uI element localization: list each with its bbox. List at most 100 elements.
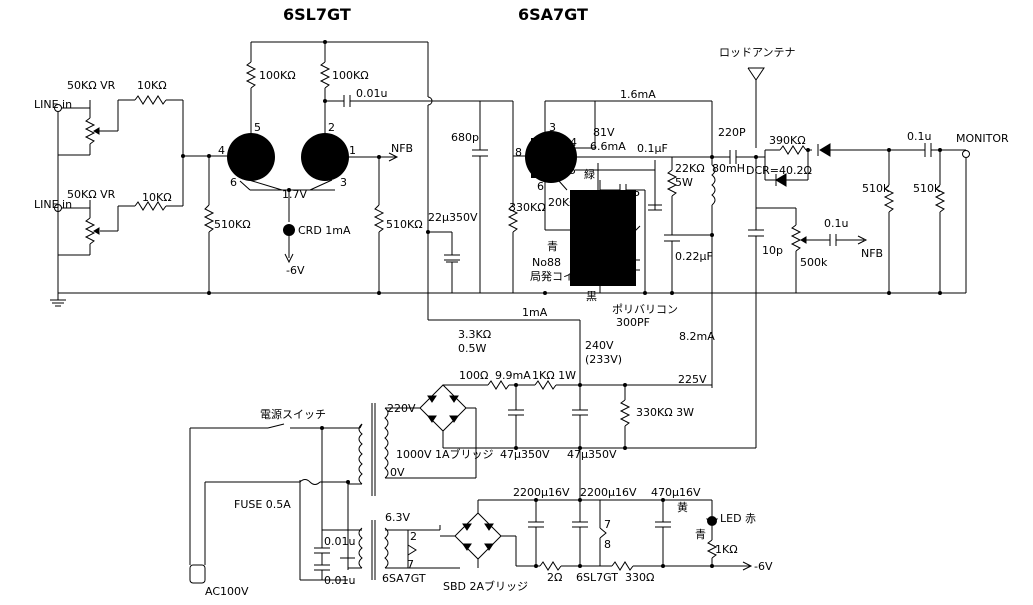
voltage-6-3v-label: 6.3V	[385, 511, 410, 524]
led-label: LED 赤	[720, 512, 756, 525]
line-in-label-1: LINE in	[34, 98, 72, 111]
resistor-3-3k-watt-label: 0.5W	[458, 342, 486, 355]
pin-label-2: 2	[328, 121, 335, 134]
resistor-3-3k-label: 3.3KΩ	[458, 328, 491, 341]
resistor-510k-label-b: 510k	[913, 182, 941, 195]
vr-500k-label: 500k	[800, 256, 828, 269]
plate-resistor-label-1: 100KΩ	[259, 69, 296, 82]
current-9-9ma-label: 9.9mA	[495, 369, 531, 382]
color-blue-label: 青	[547, 240, 558, 253]
coil-g-label: G	[604, 211, 613, 224]
polyvaricon-label-1: ポリバリコン	[612, 303, 678, 316]
voltage-240v-label: 240V	[585, 339, 614, 352]
cap-10p-label: 10p	[762, 244, 783, 257]
resistor-510k-label-a: 510k	[862, 182, 890, 195]
polyvaricon-label-2: 300PF	[616, 316, 650, 329]
coil-b-label: B	[590, 239, 598, 252]
voltage-81v-label: 81V	[593, 126, 615, 139]
ac100v-label: AC100V	[205, 585, 249, 598]
power-switch-label: 電源スイッチ	[260, 407, 326, 421]
osc-coil-label-2: 局発コイル	[530, 269, 585, 283]
pin-label-7d: 7	[604, 518, 611, 531]
left-tube-title: 6SL7GT	[283, 5, 351, 24]
grid-resistor-label-1: 510KΩ	[214, 218, 251, 231]
color-blue2-label: 青	[695, 528, 706, 541]
cap-47u-label-b: 47μ350V	[567, 448, 617, 461]
color-green-label: 緑	[584, 167, 595, 181]
current-1ma-label: 1mA	[522, 306, 548, 319]
pin-label-1: 1	[349, 144, 356, 157]
pin-label-5b: 5	[569, 164, 576, 177]
bridge-2-label: SBD 2Aブリッジ	[443, 579, 528, 593]
coupling-cap-label: 0.01u	[356, 87, 387, 100]
vr-label-2: 50KΩ VR	[67, 188, 116, 201]
voltage-233v-label: (233V)	[585, 353, 622, 366]
current-1-6ma-label: 1.6mA	[620, 88, 656, 101]
cap-100p-label: 100P	[612, 189, 640, 202]
cathode-voltage-label: 1.7V	[282, 188, 307, 201]
pin-label-8d: 8	[604, 538, 611, 551]
cap-680p-label: 680p	[451, 131, 479, 144]
resistor-20k-label: 20KΩ	[548, 196, 578, 209]
resistor-330k-label: 330KΩ	[509, 201, 546, 214]
cap-0-1u-out-label: 0.1u	[907, 130, 931, 143]
pin-label-8: 8	[515, 146, 522, 159]
pin-label-2c: 2	[410, 530, 417, 543]
pin-label-6b: 6	[537, 180, 544, 193]
coil-p-label: P	[600, 270, 607, 283]
hv-supply	[396, 380, 756, 500]
crd-label: CRD 1mA	[298, 224, 351, 237]
lv-supply	[440, 498, 753, 571]
voltage-0v-label: 0V	[390, 466, 405, 479]
resistor-22k-watt-label: 5W	[675, 176, 693, 189]
monitor-jack	[962, 150, 970, 158]
monitor-label: MONITOR	[956, 132, 1009, 145]
resistor-2-label: 2Ω	[547, 571, 562, 584]
voltage-220v-label: 220V	[387, 402, 416, 415]
cap-220p-label: 220P	[718, 126, 746, 139]
mix-resistor-label-2: 10KΩ	[142, 191, 172, 204]
detector-section	[712, 67, 970, 448]
pin-label-7c: 7	[407, 558, 414, 571]
ground-bus	[50, 292, 966, 307]
cap-2200-label-b: 2200μ16V	[580, 486, 637, 499]
resistor-1k-label: 1KΩ	[715, 543, 738, 556]
vr-label-1: 50KΩ VR	[67, 79, 116, 92]
pin-label-4b: 4	[570, 136, 577, 149]
coil-e-label: E	[617, 270, 624, 283]
grid-resistor-label-2: 510KΩ	[386, 218, 423, 231]
bplus-rail	[426, 42, 581, 385]
cap-470-label: 470μ16V	[651, 486, 701, 499]
pin-label-6: 6	[230, 176, 237, 189]
cap-0-01u-label-a: 0.01u	[324, 535, 355, 548]
color-black-label: 黒	[586, 290, 597, 303]
cap-0-1u-nfb-label: 0.1u	[824, 217, 848, 230]
right-tube-title: 6SA7GT	[518, 5, 588, 24]
tube-6sa7-heater-label: 6SA7GT	[382, 572, 426, 585]
current-8-2ma-label: 8.2mA	[679, 330, 715, 343]
bridge-1-label: 1000V 1Aブリッジ	[396, 447, 494, 461]
tube-6sl7-heater-label: 6SL7GT	[576, 571, 618, 584]
pin-label-4: 4	[218, 144, 225, 157]
input-section	[54, 95, 228, 293]
pin-label-5: 5	[254, 121, 261, 134]
neg6v-label-1: -6V	[286, 264, 305, 277]
nfb-label-2: NFB	[861, 247, 883, 260]
mains-section	[189, 403, 477, 584]
plate-resistor-label-2: 100KΩ	[332, 69, 369, 82]
resistor-1k-1w-label: 1KΩ 1W	[532, 369, 576, 382]
dcr-label: DCR=40.2Ω	[746, 164, 812, 177]
tube-6sa7	[525, 100, 716, 388]
color-yellow-label: 黄	[677, 500, 688, 514]
resistor-330-label: 330Ω	[625, 571, 654, 584]
cap-22u-label: 22μ350V	[428, 211, 478, 224]
current-6-6ma-label: 6.6mA	[590, 140, 626, 153]
inductor-80mh-label: 80mH	[712, 162, 745, 175]
pin-label-3b: 3	[549, 121, 556, 134]
pin-label-3: 3	[340, 176, 347, 189]
resistor-22k-label: 22KΩ	[675, 162, 705, 175]
cap-2200-label-a: 2200μ16V	[513, 486, 570, 499]
osc-coil-label-1: No88	[532, 256, 561, 269]
fuse-label: FUSE 0.5A	[234, 498, 291, 511]
